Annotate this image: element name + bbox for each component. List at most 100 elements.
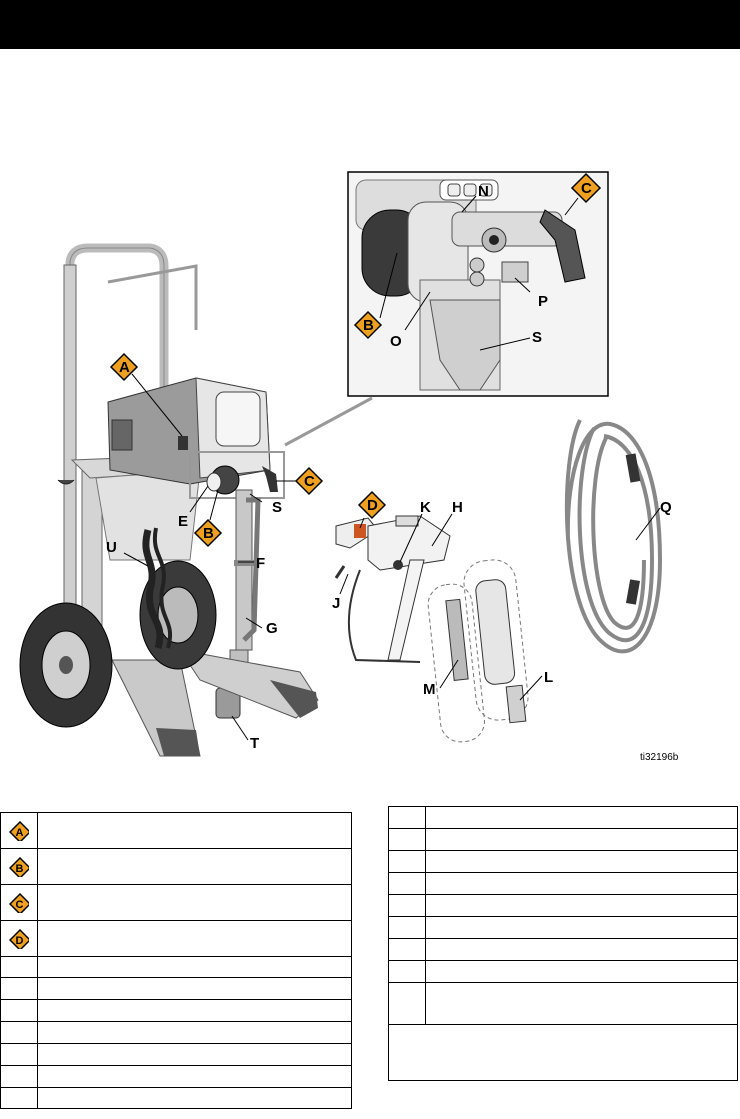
table-cell xyxy=(37,956,352,978)
svg-text:C: C xyxy=(16,899,24,911)
callout-L: L xyxy=(544,669,553,686)
table-row: B xyxy=(0,848,352,885)
sprayer-component-illustration: N O P S B C xyxy=(19,171,679,763)
table-cell xyxy=(425,960,738,983)
table-cell xyxy=(388,806,426,829)
table-row xyxy=(0,1065,352,1088)
table-cell xyxy=(0,1043,38,1066)
callout-S-main: S xyxy=(272,499,282,516)
table-cell xyxy=(37,812,352,849)
header-bar xyxy=(0,0,740,49)
warning-diamond-B-inset: B xyxy=(353,310,383,340)
callout-T: T xyxy=(250,735,259,752)
table-cell xyxy=(0,1087,38,1109)
table-row xyxy=(0,956,352,978)
warning-diamond-A-main: A xyxy=(109,352,139,382)
table-cell xyxy=(37,977,352,1000)
table-cell xyxy=(37,920,352,957)
spray-gun xyxy=(334,515,451,663)
svg-text:B: B xyxy=(16,863,24,875)
table-cell xyxy=(37,999,352,1022)
table-cell xyxy=(425,894,738,917)
gun-filter-parts xyxy=(427,559,529,743)
callout-P: P xyxy=(538,293,548,310)
callout-F: F xyxy=(256,555,265,572)
table-row xyxy=(388,850,738,873)
warning-cell: B xyxy=(0,848,38,885)
table-row: A xyxy=(0,812,352,849)
table-cell xyxy=(0,1065,38,1088)
warning-diamond-B-main: B xyxy=(193,518,223,548)
table-cell xyxy=(425,872,738,895)
table-row xyxy=(388,1024,738,1081)
table-row xyxy=(0,1087,352,1109)
svg-text:D: D xyxy=(367,497,378,514)
table-cell xyxy=(37,884,352,921)
table-row xyxy=(0,1043,352,1066)
table-cell xyxy=(0,999,38,1022)
table-row: C xyxy=(0,884,352,921)
table-row xyxy=(388,938,738,961)
table-cell xyxy=(388,894,426,917)
table-cell xyxy=(37,1043,352,1066)
warning-diamond-D: D xyxy=(357,490,387,520)
callout-N: N xyxy=(478,183,489,200)
table-row xyxy=(388,806,738,829)
table-cell xyxy=(0,1021,38,1044)
table-cell xyxy=(425,850,738,873)
table-row xyxy=(0,1021,352,1044)
table-cell xyxy=(425,806,738,829)
callout-G: G xyxy=(266,620,278,637)
callout-H: H xyxy=(452,499,463,516)
parts-table-left: A B C D xyxy=(0,812,352,1109)
callout-K: K xyxy=(420,499,431,516)
table-cell xyxy=(388,916,426,939)
warning-diamond-C-inset: C xyxy=(570,172,602,204)
callout-M: M xyxy=(423,681,436,698)
inset-pressure-control xyxy=(355,179,586,391)
svg-text:D: D xyxy=(16,935,24,947)
table-note-cell xyxy=(388,1024,738,1081)
svg-text:A: A xyxy=(119,359,130,376)
callout-J: J xyxy=(332,595,340,612)
table-row xyxy=(388,960,738,983)
warning-diamond-D-icon: D xyxy=(9,928,29,949)
table-cell xyxy=(388,872,426,895)
svg-text:C: C xyxy=(304,473,315,490)
table-row xyxy=(388,982,738,1025)
table-cell xyxy=(0,956,38,978)
table-row xyxy=(388,872,738,895)
warning-diamond-A-icon: A xyxy=(9,820,29,841)
callout-E: E xyxy=(178,513,188,530)
table-row: D xyxy=(0,920,352,957)
svg-text:B: B xyxy=(363,317,374,334)
table-cell xyxy=(37,1065,352,1088)
table-row xyxy=(388,828,738,851)
figure-code: ti32196b xyxy=(640,752,679,763)
table-cell xyxy=(388,982,426,1025)
callout-O: O xyxy=(390,333,402,350)
table-cell xyxy=(0,977,38,1000)
callout-Q: Q xyxy=(660,499,672,516)
warning-diamond-C-icon: C xyxy=(9,892,29,913)
table-cell xyxy=(425,828,738,851)
table-cell xyxy=(425,916,738,939)
table-row xyxy=(388,894,738,917)
svg-text:B: B xyxy=(203,525,214,542)
table-cell xyxy=(425,982,738,1025)
warning-diamond-C-main: C xyxy=(294,466,324,496)
coiled-hose xyxy=(564,419,663,654)
warning-cell: C xyxy=(0,884,38,921)
table-cell xyxy=(37,1021,352,1044)
table-cell xyxy=(388,938,426,961)
table-cell xyxy=(37,848,352,885)
table-cell xyxy=(388,828,426,851)
table-cell xyxy=(425,938,738,961)
inset-leader-line xyxy=(284,396,373,447)
table-cell xyxy=(388,960,426,983)
svg-text:A: A xyxy=(16,827,24,839)
table-row xyxy=(0,977,352,1000)
table-cell xyxy=(37,1087,352,1109)
warning-cell: D xyxy=(0,920,38,957)
table-row xyxy=(0,999,352,1022)
